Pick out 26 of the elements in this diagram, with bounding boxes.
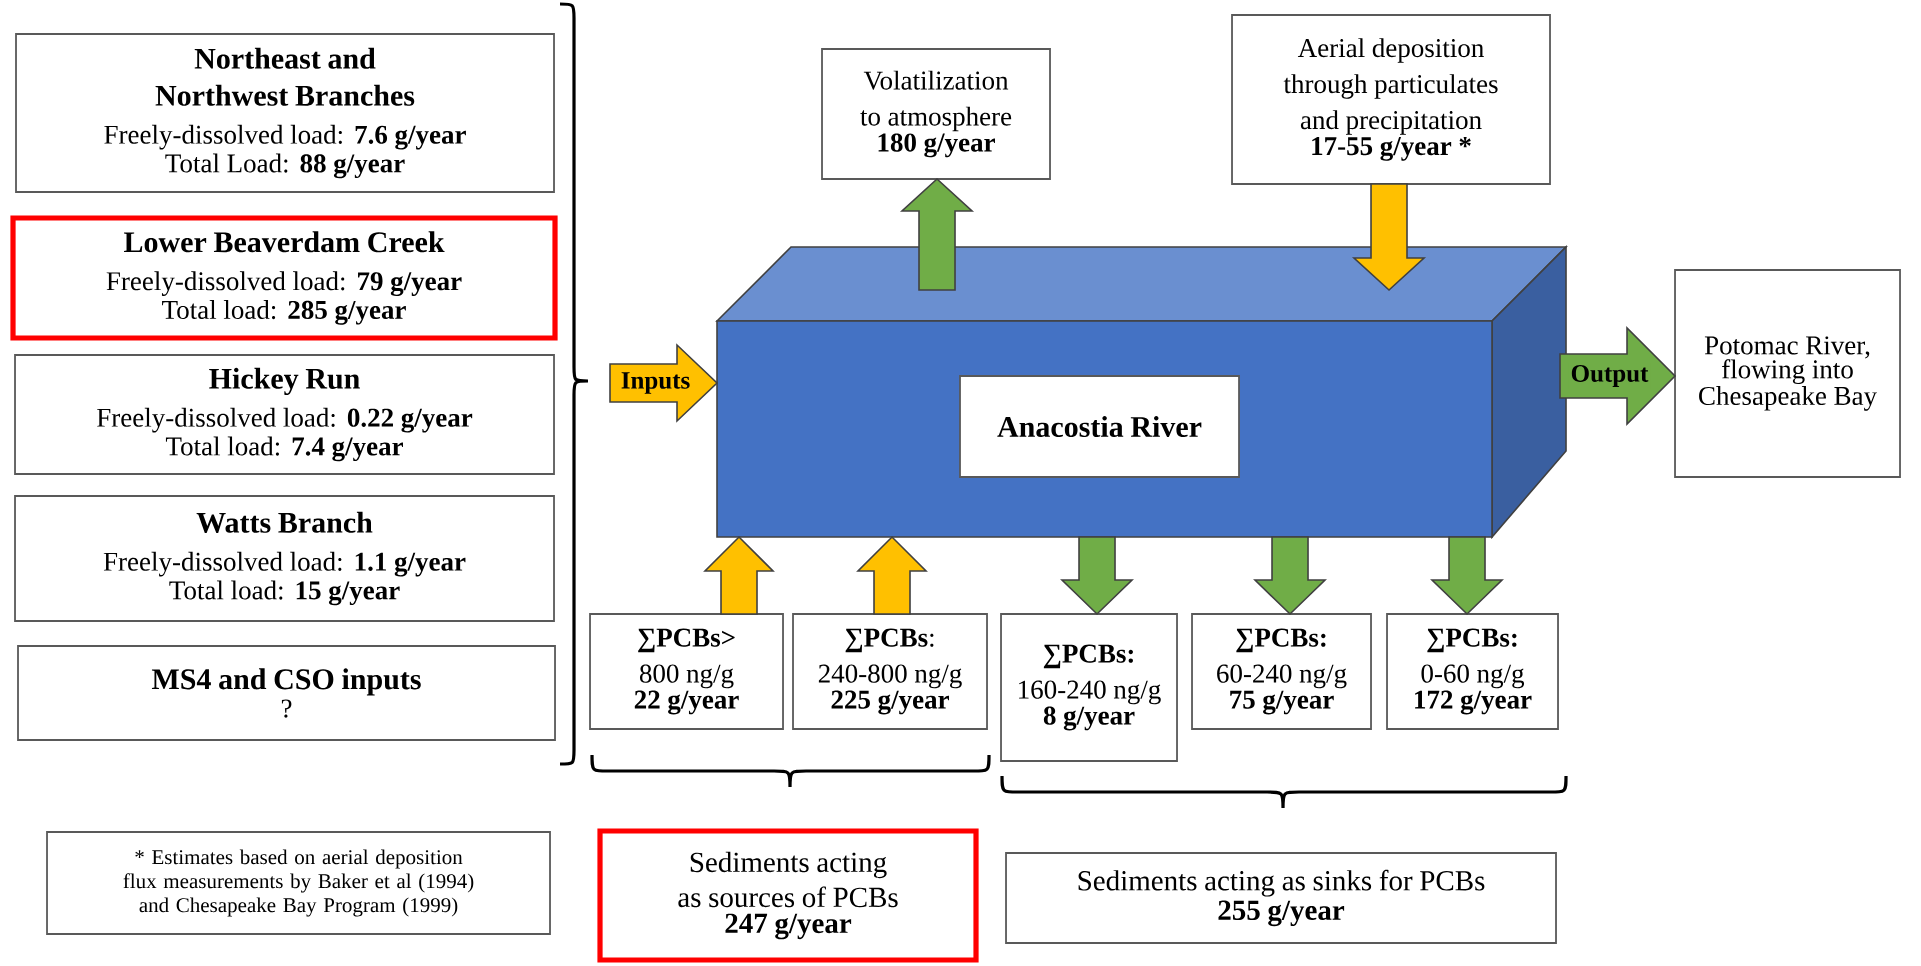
flux-box: Aerial deposition through particulates and precipitation 17-55 g/year * [1231,14,1551,185]
block-arrow [703,535,775,615]
sediment-box: ∑PCBs: 0-60 ng/g 172 g/year [1386,613,1559,730]
tributary-box: Watts Branch Freely-dissolved load: 1.1 g/year Total load: 15 g/year [14,495,555,622]
tributary-box: Northeast and Northwest Branches Freely-dissolved load: 7.6 g/year Total Load: 88 g/year [15,33,555,193]
sediment-box: ∑PCBs> 800 ng/g 22 g/year [589,613,784,730]
block-arrow [1430,536,1504,616]
sediment-box: ∑PCBs: 160-240 ng/g 8 g/year [1000,613,1178,762]
tributary-box: Lower Beaverdam Creek Freely-dissolved load: 79 g/year Total load: 285 g/year [10,215,558,341]
block-arrow [856,535,928,615]
block-arrow [899,177,975,291]
summary-box: Sediments acting as sinks for PCBs 255 g/year [1005,852,1557,944]
sediment-box: ∑PCBs: 240-800 ng/g 225 g/year [792,613,988,730]
block-arrow [1351,183,1427,292]
tributary-box: Hickey Run Freely-dissolved load: 0.22 g/year Total load: 7.4 g/year [14,354,555,475]
sediment-box: ∑PCBs: 60-240 ng/g 75 g/year [1191,613,1372,730]
block-arrow [1253,536,1327,616]
edge-label: Output [1568,363,1651,389]
flux-box: Volatilization to atmosphere 180 g/year [821,48,1051,180]
tributary-box: MS4 and CSO inputs ? [17,645,556,741]
footnote-box: * Estimates based on aerial deposition flux measurements by Baker et al (1994) and Chesapeake Bay Program (1999) [46,831,551,935]
outlet-box: Potomac River, flowing into Chesapeake Bay [1674,269,1901,478]
summary-box: Sediments acting as sources of PCBs 247 g/year [597,828,979,963]
label-box: Anacostia River [959,375,1240,478]
block-arrow [1060,536,1134,616]
edge-label: Inputs [618,370,693,396]
